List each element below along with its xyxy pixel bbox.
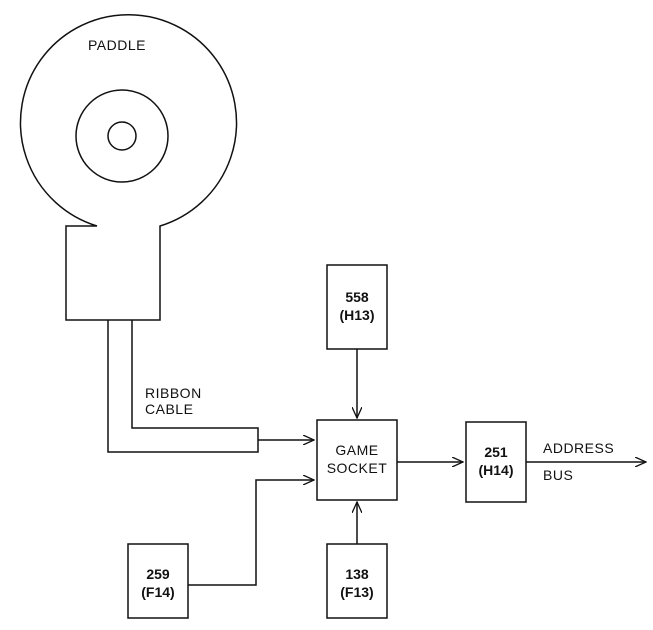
address-bus-label-line2: BUS [543, 467, 573, 483]
address-bus-label-line1: ADDRESS [543, 440, 614, 456]
chip-f13-label: (F13) [340, 584, 373, 600]
chip-251-label: 251 [484, 444, 508, 460]
chip-259-label: 259 [146, 566, 170, 582]
f14-to-socket-arrow [188, 480, 314, 585]
paddle-knob-outer [76, 90, 168, 182]
game-socket-label-line1: GAME [335, 442, 378, 458]
game-socket-label-line2: SOCKET [327, 460, 388, 476]
ribbon-label-line1: RIBBON [145, 385, 202, 401]
paddle-knob-center [108, 122, 136, 150]
chip-f14-label: (F14) [141, 584, 174, 600]
chip-138-label: 138 [345, 566, 369, 582]
paddle-body [21, 15, 237, 320]
ribbon-label-line2: CABLE [145, 401, 193, 417]
chip-h14-label: (H14) [478, 462, 513, 478]
chip-h13-label: (H13) [339, 307, 374, 323]
paddle-label: PADDLE [88, 37, 146, 53]
chip-558-label: 558 [345, 289, 369, 305]
